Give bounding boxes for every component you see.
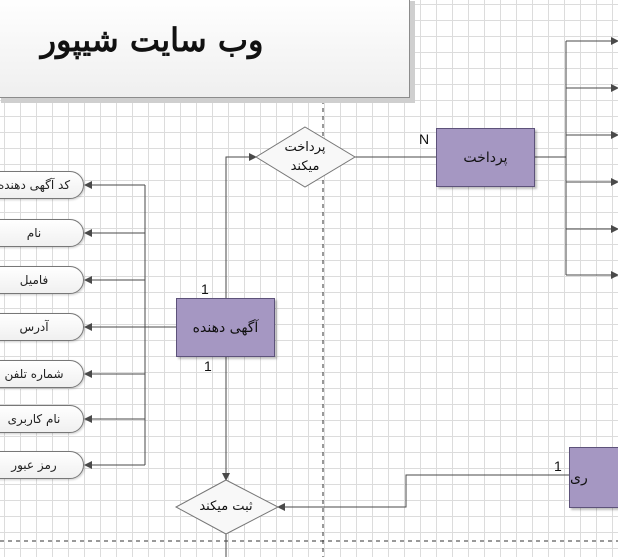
title-panel: وب سایت شیپور	[0, 0, 410, 98]
attribute-first-name[interactable]: نام	[0, 219, 84, 247]
cardinality-advertiser-pays: 1	[201, 281, 209, 297]
relationship-registers-label: ثبت میکند	[199, 499, 253, 514]
entity-advertiser[interactable]: آگهی دهنده	[176, 298, 275, 357]
attribute-advertiser-code[interactable]: کد آگهی دهنده	[0, 171, 84, 199]
relationship-pays-shape[interactable]	[255, 126, 356, 188]
attribute-password[interactable]: رمز عبور	[0, 451, 84, 479]
attribute-connectors	[84, 181, 176, 469]
attribute-phone[interactable]: شماره تلفن	[0, 360, 84, 388]
payment-attribute-connectors	[535, 37, 618, 279]
entity-payment[interactable]: پرداخت	[436, 128, 535, 187]
cardinality-user: 1	[554, 458, 562, 474]
entity-user-label: ری	[570, 469, 588, 486]
entity-user[interactable]: ری	[569, 447, 618, 508]
attribute-last-name[interactable]: فامیل	[0, 266, 84, 294]
relationship-registers-shape[interactable]	[174, 479, 280, 535]
relationship-pays-line2: میکند	[290, 159, 320, 174]
connector-advertiser-pays	[225, 153, 257, 298]
cardinality-advertiser-registers: 1	[204, 358, 212, 374]
attribute-address[interactable]: آدرس	[0, 313, 84, 341]
connector-user-registers	[277, 474, 569, 511]
relationship-pays-line1: پرداخت	[284, 140, 326, 155]
diagram-title: وب سایت شیپور	[40, 21, 264, 59]
attribute-username[interactable]: نام کاربری	[0, 405, 84, 433]
relationship-pays-label: پرداخت میکند	[270, 138, 340, 176]
cardinality-payment: N	[419, 131, 430, 147]
